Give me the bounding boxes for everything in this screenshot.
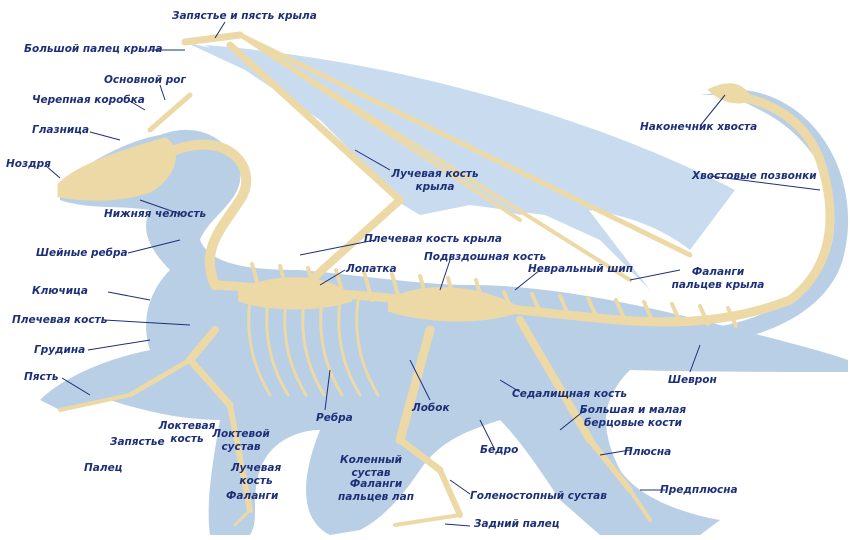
label-finger: Палец	[84, 462, 122, 475]
label-tail-vertebrae: Хвостовые позвонки	[692, 170, 817, 183]
label-toe-phalanges-line2: пальцев лап	[336, 491, 416, 504]
label-radius-wing-line2: крыла	[380, 181, 490, 194]
label-cranium: Черепная коробка	[32, 94, 145, 107]
toe-bone	[395, 515, 460, 525]
label-thumb-wing: Большой палец крыла	[24, 43, 162, 56]
label-knee-line1: Коленный	[336, 454, 406, 467]
label-metatarsus: Плюсна	[624, 446, 671, 459]
label-pubis: Лобок	[412, 402, 450, 415]
label-neural-spine: Невральный шип	[528, 263, 633, 276]
label-humerus: Плечевая кость	[12, 314, 107, 327]
label-phalanges: Фаланги	[226, 490, 278, 503]
label-sternum: Грудина	[34, 344, 85, 357]
label-wing-phalanges-line1: Фаланги	[668, 266, 768, 279]
leader-line	[88, 340, 150, 350]
label-tail-tip: Наконечник хвоста	[640, 121, 757, 134]
label-tibia-line1: Большая и малая	[578, 404, 688, 417]
label-chevron: Шеврон	[668, 374, 717, 387]
label-ankle: Голеностопный сустав	[470, 490, 607, 503]
label-wrist-wing: Запястье и пясть крыла	[172, 10, 317, 23]
label-wrist: Запястье	[110, 436, 165, 449]
label-ribs: Ребра	[316, 412, 353, 425]
label-radius-line2: кость	[226, 475, 286, 488]
label-radius-wing-line1: Лучевая кость	[380, 168, 490, 181]
label-elbow-line2: сустав	[208, 441, 274, 454]
leader-line	[90, 132, 120, 140]
label-humerus-wing: Плечевая кость крыла	[364, 233, 502, 246]
label-wing-phalanges-line2: пальцев крыла	[668, 279, 768, 292]
label-scapula: Лопатка	[346, 263, 397, 276]
leader-line	[445, 524, 470, 526]
label-hind-toe: Задний палец	[474, 518, 560, 531]
label-toe-phalanges-line1: Фаланги	[336, 478, 416, 491]
label-knee: Коленный сустав	[336, 454, 406, 480]
label-ischium: Седалищная кость	[512, 388, 627, 401]
leader-line	[160, 85, 165, 100]
label-radius-line1: Лучевая	[226, 462, 286, 475]
label-tibia: Большая и малая берцовые кости	[578, 404, 688, 430]
label-radius: Лучевая кость	[226, 462, 286, 488]
label-toe-phalanges: Фаланги пальцев лап	[336, 478, 416, 504]
label-metacarpus: Пясть	[24, 371, 58, 384]
label-clavicle: Ключица	[32, 285, 88, 298]
tail-tip-bone	[710, 85, 750, 102]
leader-line	[108, 292, 150, 300]
label-orbit: Глазница	[32, 124, 89, 137]
label-femur: Бедро	[480, 444, 518, 457]
label-tarsus: Предплюсна	[660, 484, 738, 497]
label-lower-jaw: Нижняя челюсть	[104, 208, 206, 221]
label-nostril: Ноздря	[6, 158, 51, 171]
label-wing-phalanges: Фаланги пальцев крыла	[668, 266, 768, 292]
label-radius-wing: Лучевая кость крыла	[380, 168, 490, 194]
wing-metacarpal-bone	[185, 35, 240, 42]
label-neck-ribs: Шейные ребра	[36, 247, 128, 260]
label-elbow-line1: Локтевой	[208, 428, 274, 441]
tibia-bone	[440, 470, 460, 515]
label-elbow: Локтевой сустав	[208, 428, 274, 454]
label-main-horn: Основной рог	[104, 74, 186, 87]
label-tibia-line2: берцовые кости	[578, 417, 688, 430]
main-horn-bone	[150, 95, 190, 130]
